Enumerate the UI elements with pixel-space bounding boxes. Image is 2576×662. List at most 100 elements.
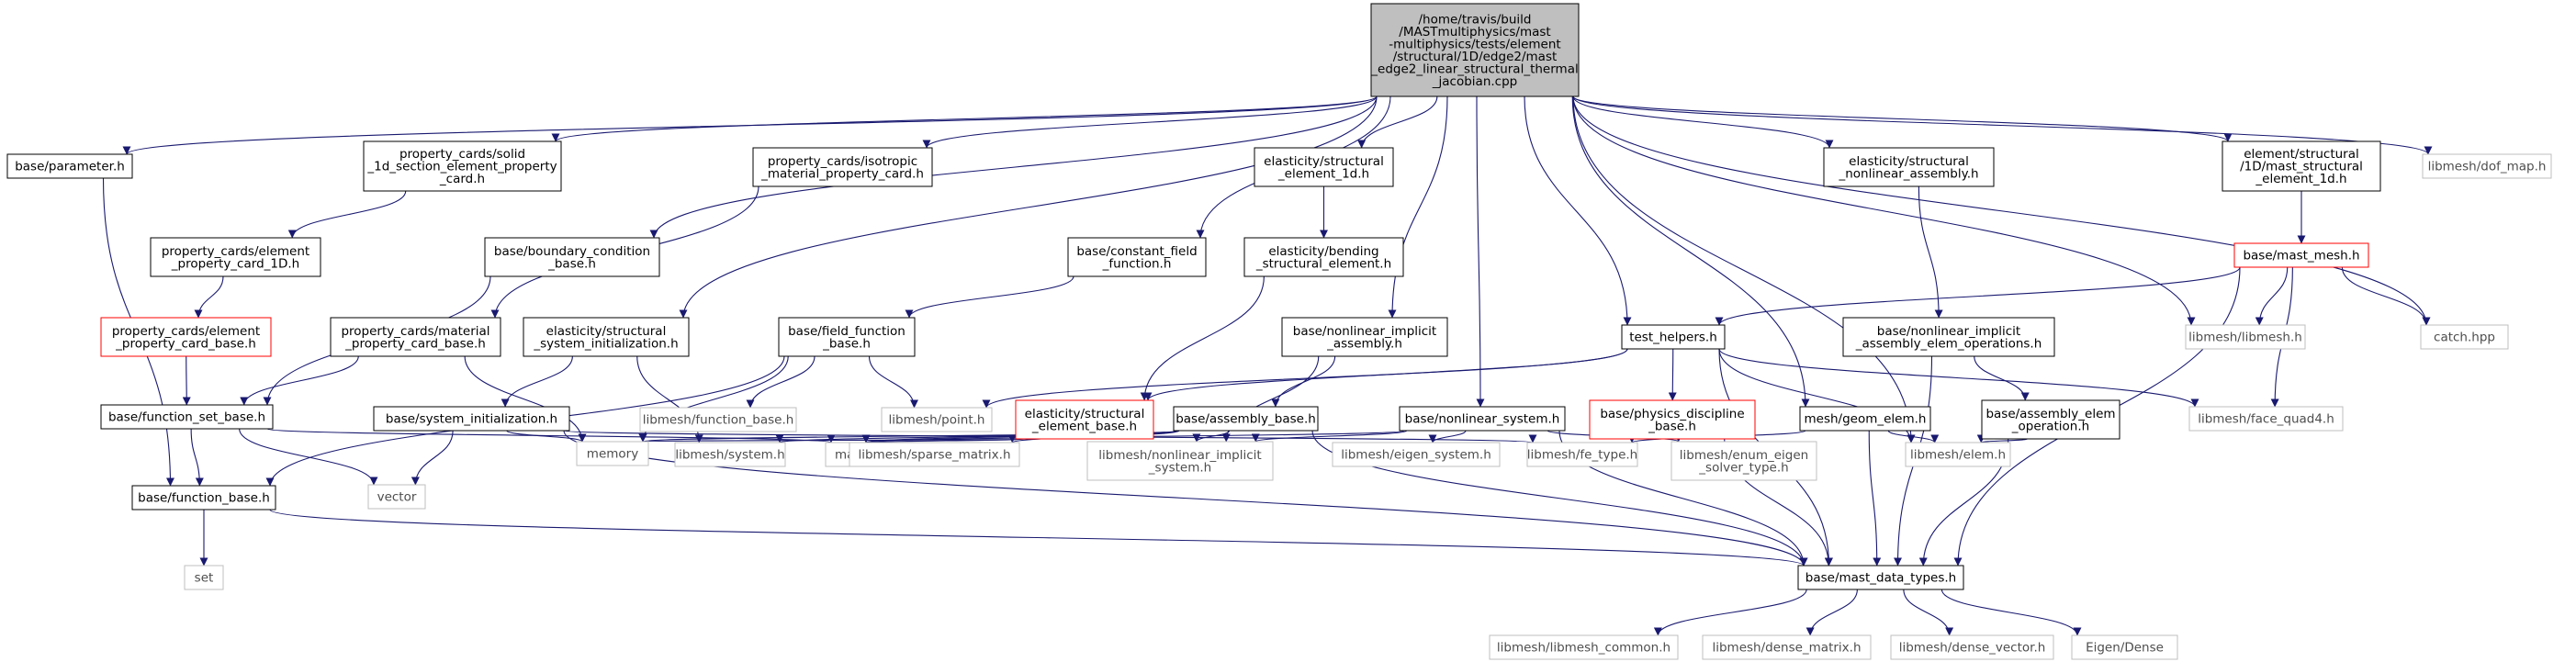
node-mast-mesh[interactable]: base/mast_mesh.h — [2233, 242, 2369, 268]
node-nonlinear-implicit-assembly[interactable]: base/nonlinear_implicit_assembly.h — [1281, 317, 1448, 357]
node-elem-card-1d[interactable]: property_cards/element_property_card_1D.… — [150, 237, 321, 277]
edge-function_base-to-mast_data_types — [269, 509, 1808, 567]
node-label: elasticity/structural — [1849, 154, 1969, 169]
node-box — [1905, 442, 2011, 467]
node-box — [100, 317, 272, 357]
node-label: base/system_initialization.h — [386, 412, 557, 427]
node-label: base/boundary_condition — [494, 244, 650, 259]
node-label: _operation.h — [2011, 419, 2089, 433]
node-box — [1842, 317, 2055, 357]
node-dense-matrix: libmesh/dense_matrix.h — [1702, 634, 1872, 660]
edge-root-to-libmesh_libmesh — [1572, 95, 2196, 326]
node-enum-eigen: libmesh/enum_eigen_solver_type.h — [1670, 441, 1817, 481]
node-label: libmesh/function_base.h — [643, 413, 794, 428]
node-bending[interactable]: elasticity/bending_structural_element.h — [1243, 237, 1404, 277]
node-elem-card-base[interactable]: property_cards/element_property_card_bas… — [100, 317, 272, 357]
node-constant-field[interactable]: base/constant_field_function.h — [1067, 237, 1207, 277]
node-libmesh-function-base: libmesh/function_base.h — [639, 407, 797, 432]
edge-root-to-struct_sys_init — [679, 95, 1378, 319]
node-physics-discipline[interactable]: base/physics_discipline_base.h — [1589, 399, 1756, 440]
node-struct-sys-init[interactable]: elasticity/structural_system_initializat… — [523, 317, 690, 357]
node-label: _property_card_base.h — [115, 336, 256, 351]
node-assembly-base[interactable]: base/assembly_base.h — [1173, 406, 1319, 432]
edge-root-to-test_helpers — [1524, 95, 1632, 326]
node-box — [881, 407, 993, 432]
node-label: base/function_base.h — [138, 491, 270, 506]
node-box — [367, 484, 426, 510]
edge-nonlinear_system-to-libmesh_nonlinear_implicit — [1251, 430, 1408, 443]
node-box — [1589, 399, 1756, 440]
node-label: libmesh/dense_matrix.h — [1712, 641, 1861, 656]
node-libmesh-system: libmesh/system.h — [674, 442, 786, 467]
edge-geom_elem-to-mast_data_types — [1868, 430, 1882, 567]
node-label: libmesh/elem.h — [1910, 448, 2006, 463]
node-assembly-elem-op[interactable]: base/assembly_elem_operation.h — [1981, 399, 2120, 440]
node-function-base[interactable]: base/function_base.h — [131, 485, 276, 511]
node-function-set-base[interactable]: base/function_set_base.h — [100, 404, 274, 430]
node-structural-elem-base[interactable]: elasticity/structural_element_base.h — [1015, 399, 1154, 440]
node-label: base/nonlinear_system.h — [1405, 412, 1560, 427]
node-label: base/assembly_elem — [1985, 407, 2115, 421]
node-structural-elem-1d[interactable]: elasticity/structural_element_1d.h — [1254, 147, 1394, 187]
node-box — [2185, 324, 2306, 350]
node-box — [2071, 634, 2178, 660]
node-box — [2420, 324, 2509, 350]
edge-function_set_base-to-function_base — [190, 428, 204, 487]
node-nonlinear-implicit-elem-ops[interactable]: base/nonlinear_implicit_assembly_elem_op… — [1842, 317, 2055, 357]
node-label: _card.h — [439, 172, 485, 186]
node-label: _function.h — [1102, 256, 1172, 271]
node-material-card-base[interactable]: property_cards/material_property_card_ba… — [330, 317, 501, 357]
edge-constant_field-to-field_function — [905, 275, 1074, 319]
node-isotropic[interactable]: property_cards/isotropic_material_proper… — [752, 147, 933, 187]
node-box — [1067, 237, 1207, 277]
node-dof-map: libmesh/dof_map.h — [2422, 153, 2552, 179]
node-label: libmesh/dof_map.h — [2428, 160, 2547, 174]
edge-root-to-isotropic — [922, 95, 1378, 149]
node-box — [1399, 406, 1566, 432]
node-box — [1981, 399, 2120, 440]
node-label: _base.h — [547, 256, 596, 271]
edge-mast_data_types-to-dense_matrix — [1805, 589, 1858, 636]
node-geom-elem[interactable]: mesh/geom_elem.h — [1799, 406, 1931, 432]
node-label: libmesh/libmesh_common.h — [1497, 641, 1670, 656]
node-label: base/function_set_base.h — [108, 410, 265, 425]
node-label: libmesh/dense_vector.h — [1899, 641, 2046, 656]
node-box — [674, 442, 786, 467]
node-nonlinear-system[interactable]: base/nonlinear_system.h — [1399, 406, 1566, 432]
node-box — [6, 153, 133, 179]
node-parameter[interactable]: base/parameter.h — [6, 153, 133, 179]
node-sparse-matrix: libmesh/sparse_matrix.h — [849, 442, 1020, 467]
node-test-helpers[interactable]: test_helpers.h — [1621, 324, 1726, 350]
edge-bending-to-structural_elem_base — [1140, 275, 1265, 401]
edge-root-to-geom_elem — [1571, 95, 1810, 408]
node-label: _base.h — [822, 336, 871, 351]
node-mast-structural-elem-1d[interactable]: element/structural/1D/mast_structural_el… — [2222, 140, 2381, 192]
edge-mast_mesh-to-catch — [2341, 266, 2431, 326]
node-solid1d[interactable]: property_cards/solid_1d_section_element_… — [363, 140, 562, 192]
node-label: _structural_element.h — [1255, 256, 1391, 271]
node-boundary[interactable]: base/boundary_condition_base.h — [484, 237, 660, 277]
node-memory: memory — [576, 441, 649, 466]
node-mast-data-types[interactable]: base/mast_data_types.h — [1797, 565, 1964, 590]
node-label: _assembly_elem_operations.h — [1855, 336, 2042, 351]
node-field-function[interactable]: base/field_function_base.h — [778, 317, 916, 357]
node-system-init[interactable]: base/system_initialization.h — [373, 406, 570, 432]
node-label: libmesh/sparse_matrix.h — [858, 448, 1010, 463]
edge-nonlinear_implicit_assembly-to-assembly_base — [1271, 355, 1336, 408]
edge-system_init-to-memory — [506, 430, 587, 443]
node-label: element/structural — [2244, 147, 2359, 162]
node-box — [1281, 317, 1448, 357]
node-libmesh-elem: libmesh/elem.h — [1905, 442, 2011, 467]
node-box — [1254, 147, 1394, 187]
node-box — [1823, 147, 1995, 187]
node-label: mesh/geom_elem.h — [1805, 412, 1927, 427]
node-label: _property_card_base.h — [344, 336, 486, 351]
node-label: libmesh/libmesh.h — [2188, 331, 2302, 345]
node-box — [576, 441, 649, 466]
edge-geom_elem-to-libmesh_elem — [1887, 430, 1940, 443]
node-struct-nonlinear-assembly[interactable]: elasticity/structural_nonlinear_assembly… — [1823, 147, 1995, 187]
node-eigen-dense: Eigen/Dense — [2071, 634, 2178, 660]
node-box — [1890, 634, 2054, 660]
node-set: set — [184, 565, 224, 590]
edge-test_helpers-to-physics_discipline — [1668, 348, 1677, 401]
